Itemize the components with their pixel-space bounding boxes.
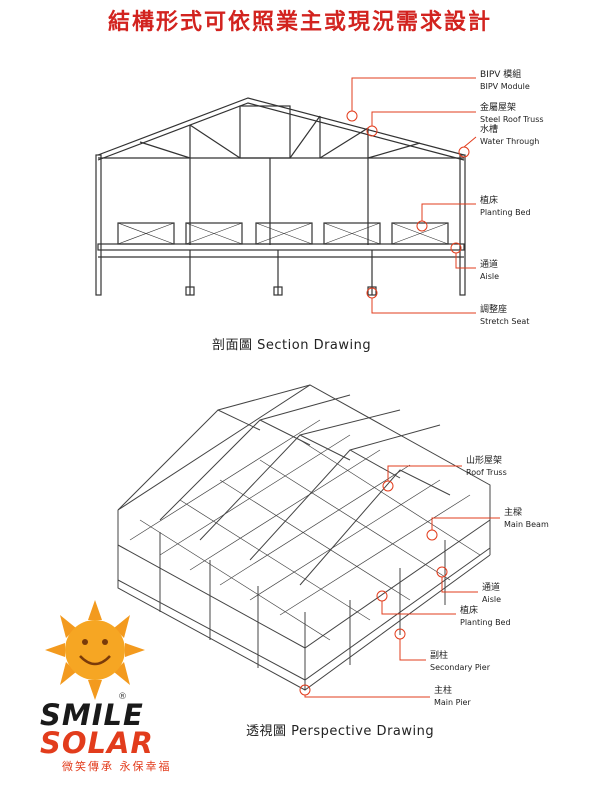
logo-slogan: 微笑傳承 永保幸福	[62, 760, 172, 773]
perspective-drawing	[117, 384, 491, 691]
logo-smile: SMILE	[40, 698, 144, 732]
section-drawing	[95, 97, 466, 296]
perspective-caption: 透視圖 Perspective Drawing	[246, 724, 435, 739]
section-planting-beds	[117, 222, 449, 245]
section-caption: 剖面圖 Section Drawing	[212, 338, 372, 353]
section-callouts	[346, 77, 477, 314]
page-title: 結構形式可依照業主或現況需求設計	[107, 10, 492, 35]
perspective-callouts	[299, 465, 500, 698]
logo-solar: SOLAR	[40, 726, 154, 760]
registered-mark: ®	[118, 692, 127, 702]
sun-logo-icon	[45, 600, 145, 700]
section-stretch-seats	[185, 250, 377, 296]
